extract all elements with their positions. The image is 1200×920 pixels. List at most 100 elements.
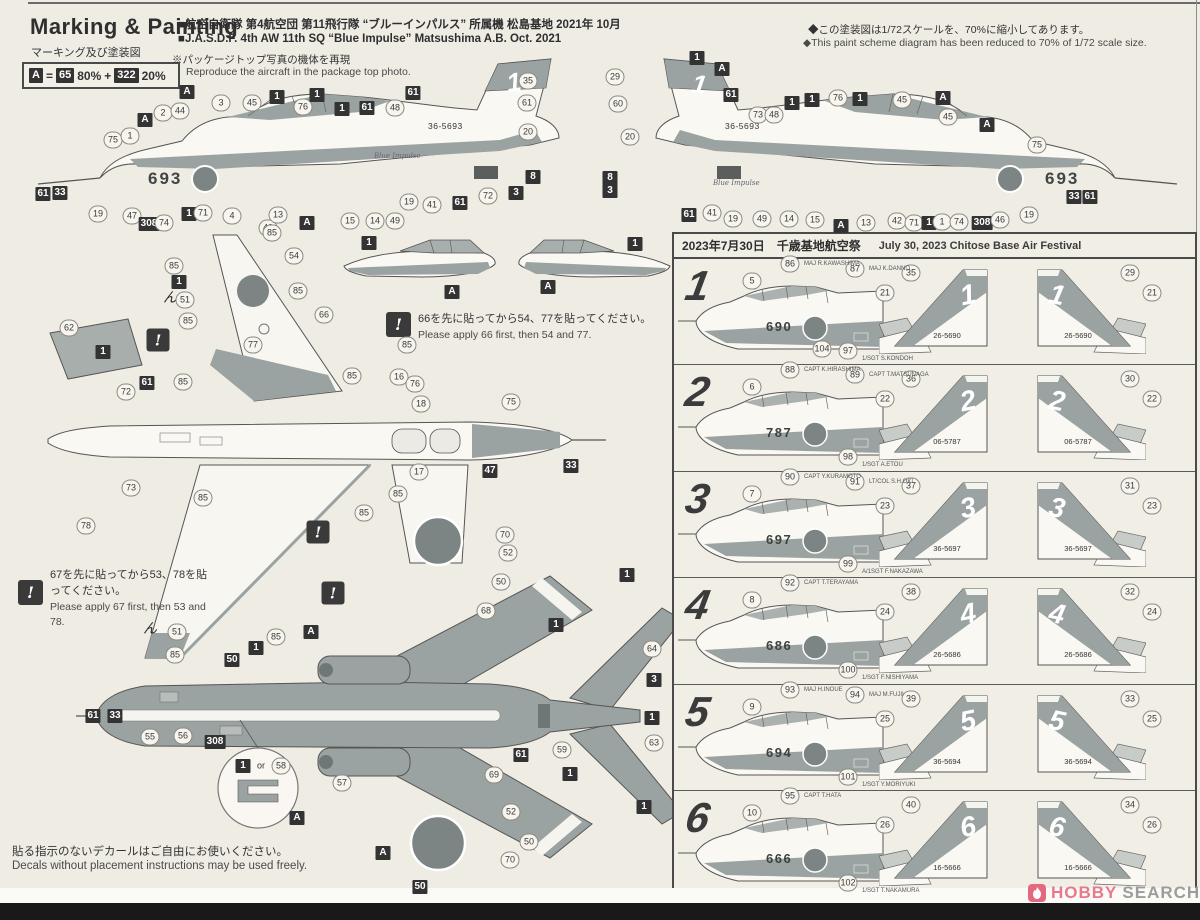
callout-41: 41	[422, 196, 442, 214]
pilot-name-2: CAPT T.MATSUNAGA	[869, 372, 929, 379]
callout-or: or	[256, 760, 266, 771]
tail-serial: 36-5697	[933, 544, 961, 553]
pilot-callout-1: 95	[780, 787, 800, 805]
tail-left-number-callout: 35	[901, 264, 921, 282]
tail-fin-left: 4 26-5686	[879, 588, 988, 674]
tail-number: 6	[957, 810, 979, 844]
nose-number-callout: 10	[742, 804, 762, 822]
decal-chip-1: 1	[334, 102, 350, 116]
callout-49: 49	[385, 212, 405, 230]
flame-icon	[1028, 884, 1046, 902]
decal-chip-61: 61	[513, 748, 529, 762]
decal-chip-61: 61	[723, 88, 739, 102]
legend-equals: =	[45, 68, 53, 83]
callout-85: 85	[388, 485, 408, 503]
nose-profile: 694	[678, 711, 884, 776]
tail-left-serial-callout: 22	[875, 390, 895, 408]
tail-left-serial-callout: 26	[875, 816, 895, 834]
decal-chip-1: 1	[627, 237, 643, 251]
pilot-callout-2: 89	[845, 366, 865, 384]
pilot-name-2: MAJ M.FUJII	[869, 691, 904, 698]
callout-61: 61	[517, 94, 537, 112]
nose-number-callout: 8	[742, 591, 762, 609]
pilot-callout-1: 86	[780, 255, 800, 273]
decal-chip-47: 47	[482, 464, 498, 478]
crew-name: 1/SGT A.ETOU	[862, 462, 903, 469]
legend-pct2: 20%	[141, 68, 166, 83]
callout-73: 73	[121, 479, 141, 497]
tail-right-serial-callout: 24	[1142, 603, 1162, 621]
tail-fin-left: 5 36-5694	[879, 695, 988, 780]
callout-85: 85	[178, 312, 198, 330]
callout-69: 69	[484, 766, 504, 784]
pilot-name-1: MAJ R.KAWASHIMA	[804, 261, 860, 267]
callout-72: 72	[116, 383, 136, 401]
tail-fin-left: 6 16-5666	[879, 801, 988, 886]
paint-mix-legend: A = 65 80% + 322 20%	[22, 62, 180, 89]
decal-chip-33: 33	[563, 459, 579, 473]
decal-chip-33: 33	[107, 709, 123, 723]
tail-left-serial-callout: 23	[875, 497, 895, 515]
page-title-jp: マーキング及び塗装図	[31, 47, 141, 59]
crew-callout-2: 98	[838, 448, 858, 466]
callout-59: 59	[552, 741, 572, 759]
apply-order-note-2: 67を先に貼ってから53、78を貼ってください。 Please apply 67…	[50, 568, 210, 630]
decal-chip-308: 308	[204, 735, 226, 749]
decal-chip-1: 1	[852, 92, 868, 106]
callout-19: 19	[723, 210, 743, 228]
decal-chip-61: 61	[405, 86, 421, 100]
callout-57: 57	[332, 774, 352, 792]
tail-number: 4	[956, 597, 979, 631]
callout-51: 51	[175, 291, 195, 309]
callout-66: 66	[314, 306, 334, 324]
package-note-en: Reproduce the aircraft in the package to…	[186, 66, 411, 78]
tail-right-number-callout: 33	[1120, 690, 1140, 708]
subject-line-jp: ■航空自衛隊 第4航空団 第11飛行隊 “ブルーインパルス” 所属機 松島基地 …	[178, 19, 621, 31]
apply-order-note-2-jp: 67を先に貼ってから53、78を貼ってください。	[50, 569, 208, 597]
callout-55: 55	[140, 728, 160, 746]
decal-chip-61: 61	[1082, 190, 1098, 204]
pilot-callout-2: 87	[845, 260, 865, 278]
callout-15: 15	[805, 211, 825, 229]
callout-76: 76	[293, 98, 313, 116]
decal-chip-1: 1	[784, 96, 800, 110]
callout-77: 77	[243, 336, 263, 354]
festival-header: 2023年7月30日 千歳基地航空祭 July 30, 2023 Chitose…	[674, 234, 1195, 259]
callout-70: 70	[500, 851, 520, 869]
tail-fin-right: 5 36-5694	[1037, 695, 1146, 780]
callout-85: 85	[173, 373, 193, 391]
free-use-note-jp: 貼る指示のないデカールはご自由にお使いください。	[12, 846, 288, 858]
scan-bottom-bar	[0, 903, 1200, 920]
tail-right-serial-callout: 26	[1142, 816, 1162, 834]
script-logo-left: Blue Impulse	[373, 152, 421, 160]
callout-74: 74	[154, 214, 174, 232]
package-note-jp: ※パッケージトップ写真の機体を再現	[172, 54, 351, 66]
decal-chip-50: 50	[224, 653, 240, 667]
callout-1: 1	[120, 127, 140, 145]
callout-62: 62	[59, 319, 79, 337]
crew-name: 1/SGT T.NAKAMURA	[862, 887, 920, 894]
crew-callout-2: 97	[838, 342, 858, 360]
paint-322-chip: 322	[114, 68, 139, 83]
decal-chip-61: 61	[139, 376, 155, 390]
callout-19: 19	[1019, 206, 1039, 224]
callout-4: 4	[222, 207, 242, 225]
callout-56: 56	[173, 727, 193, 745]
tail-right-number-callout: 31	[1120, 477, 1140, 495]
callout-72: 72	[478, 187, 498, 205]
tail-fin-right: 4 26-5686	[1037, 588, 1146, 674]
callout-75: 75	[501, 393, 521, 411]
hobby-search-logo: HOBBY SEARCH	[1028, 883, 1200, 903]
nose-number: 666	[766, 851, 792, 866]
tail-left-number-callout: 36	[901, 370, 921, 388]
decal-chip-A: A	[303, 625, 319, 639]
nose-profile: 787	[678, 391, 884, 456]
callout-29: 29	[605, 68, 625, 86]
tail-fin-left: 2 06-5787	[879, 375, 988, 461]
tail-fin-right: 6 16-5666	[1037, 801, 1146, 886]
decal-chip-1: 1	[619, 568, 635, 582]
callout-3: 3	[211, 94, 231, 112]
crew-name: 1/SGT Y.MORIYUKI	[862, 781, 916, 788]
caution-icon: !	[306, 520, 330, 544]
tail-right-number-callout: 29	[1120, 264, 1140, 282]
